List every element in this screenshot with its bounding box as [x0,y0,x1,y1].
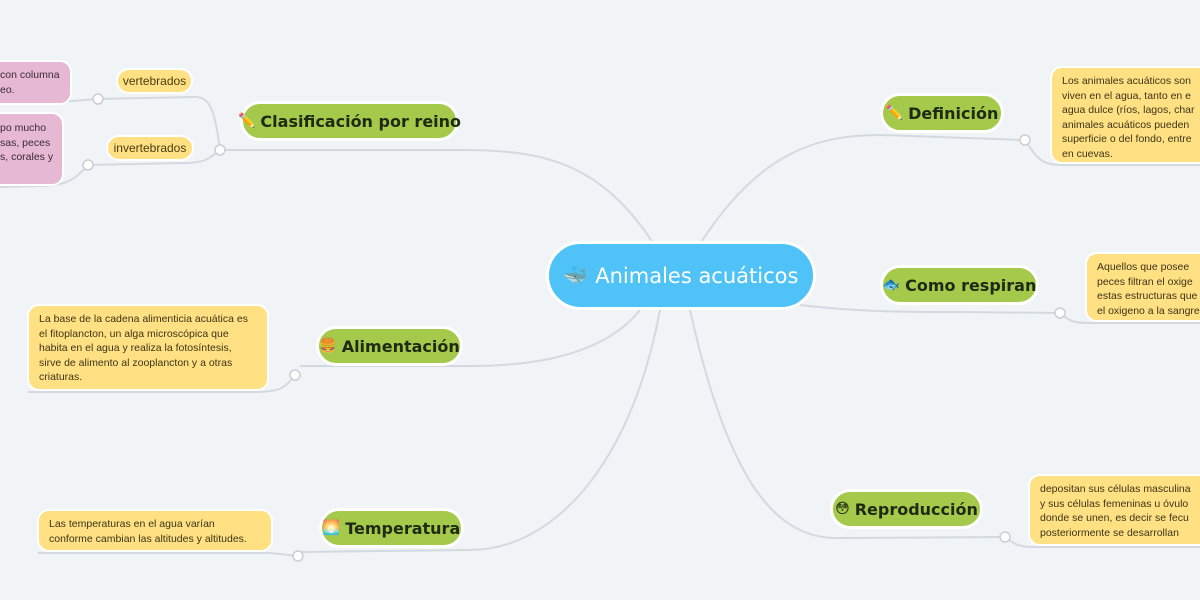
note-reproduccion[interactable]: depositan sus células masculina y sus cé… [1028,474,1200,546]
note-line: Los animales acuáticos son [1062,75,1191,87]
topic-clasificacion[interactable]: ✏️ Clasificación por reino [237,101,462,141]
central-topic[interactable]: 🐳 Animales acuáticos [546,241,816,310]
topic-label: Definición [908,103,999,123]
connector-vertebrados [97,95,221,151]
topic-label: Clasificación por reino [260,111,462,131]
note-line: criaturas. [39,371,83,383]
subtopic-label: vertebrados [122,74,187,88]
knob-invertebrados [82,159,94,171]
topic-reproduccion[interactable]: 😳 Reproducción [830,489,983,529]
topic-alimentacion[interactable]: 🍔 Alimentación [316,326,463,366]
knob-respiran [1054,307,1066,319]
note-line: Aquellos que posee [1097,261,1190,273]
topic-temperatura[interactable]: 🌅 Temperatura [319,508,464,548]
note-respiran[interactable]: Aquellos que posee peces filtran el oxig… [1085,252,1200,322]
subtopic-invertebrados[interactable]: invertebrados [106,135,194,161]
note-line: el oxigeno a la sangre [1097,304,1200,317]
note-line: La base de la cadena alimenticia acuátic… [39,313,248,325]
topic-respiran[interactable]: 🐟 Como respiran [880,265,1039,305]
fish-icon: 🐟 [882,277,901,293]
note-line: sirve de alimento al zooplancton y a otr… [39,356,233,369]
note-line: donde se unen, es decir se fecu [1040,512,1189,524]
connector-respiran [799,304,1061,314]
note-line: habita en el agua y realiza la fotosínte… [39,342,232,354]
note-temperatura[interactable]: Las temperaturas en el agua varían confo… [37,509,273,552]
topic-label: Temperatura [345,518,461,538]
note-vertebrados[interactable]: con columna eo. [0,60,72,105]
central-topic-label: Animales acuáticos [595,263,799,288]
note-line: el fitoplancton, un alga microscópica qu… [39,327,229,340]
connector-definicion [699,133,1026,245]
subtopic-label: invertebrados [113,141,187,155]
note-line: eo. [0,83,15,96]
pencil-icon: ✏️ [885,105,904,121]
note-line: conforme cambian las altitudes y altitud… [49,532,247,545]
note-line: animales acuáticos pueden [1062,118,1190,131]
note-line: en cuevas. [1062,147,1113,160]
sunrise-icon: 🌅 [322,520,341,536]
knob-vertebrados [92,93,104,105]
note-alimentacion[interactable]: La base de la cadena alimenticia acuátic… [27,304,269,391]
connector-clasificacion [220,149,656,247]
burger-icon: 🍔 [319,338,337,354]
note-definicion[interactable]: Los animales acuáticos son viven en el a… [1050,66,1200,164]
subtopic-vertebrados[interactable]: vertebrados [116,68,193,94]
connector-reproduccion [689,309,1006,540]
connector-temperatura-note [38,552,299,557]
flushed-face-icon: 😳 [835,501,850,517]
note-line: y sus células femeninas u óvulo [1040,497,1189,510]
note-invertebrados[interactable]: po mucho sas, peces s, corales y [0,112,64,186]
note-line: viven en el agua, tanto en e [1062,89,1192,102]
topic-label: Reproducción [854,499,978,519]
note-line: s, corales y [0,151,54,163]
note-line: estas estructuras que [1097,290,1198,302]
knob-clasificacion [214,144,226,156]
note-line: superficie o del fondo, entre [1062,133,1192,145]
pencil-icon: ✏️ [237,113,256,129]
connector-temperatura [299,309,661,553]
whale-icon: 🐳 [563,265,588,287]
topic-label: Alimentación [341,336,460,356]
note-line: posteriormente se desarrollan [1040,526,1179,539]
note-line: con columna [0,69,60,81]
connector-alimentacion [300,309,641,367]
note-line: sas, peces [0,136,51,149]
knob-reproduccion [999,531,1011,543]
topic-label: Como respiran [905,275,1037,295]
note-line: agua dulce (ríos, lagos, char [1062,104,1195,116]
note-line: depositan sus células masculina [1040,483,1191,495]
knob-definicion [1019,134,1031,146]
note-line: Las temperaturas en el agua varían [49,518,215,530]
note-line: po mucho [0,122,47,134]
knob-alimentacion [289,369,301,381]
topic-definicion[interactable]: ✏️ Definición [880,93,1004,133]
note-line: peces filtran el oxige [1097,275,1193,288]
knob-temperatura [292,550,304,562]
